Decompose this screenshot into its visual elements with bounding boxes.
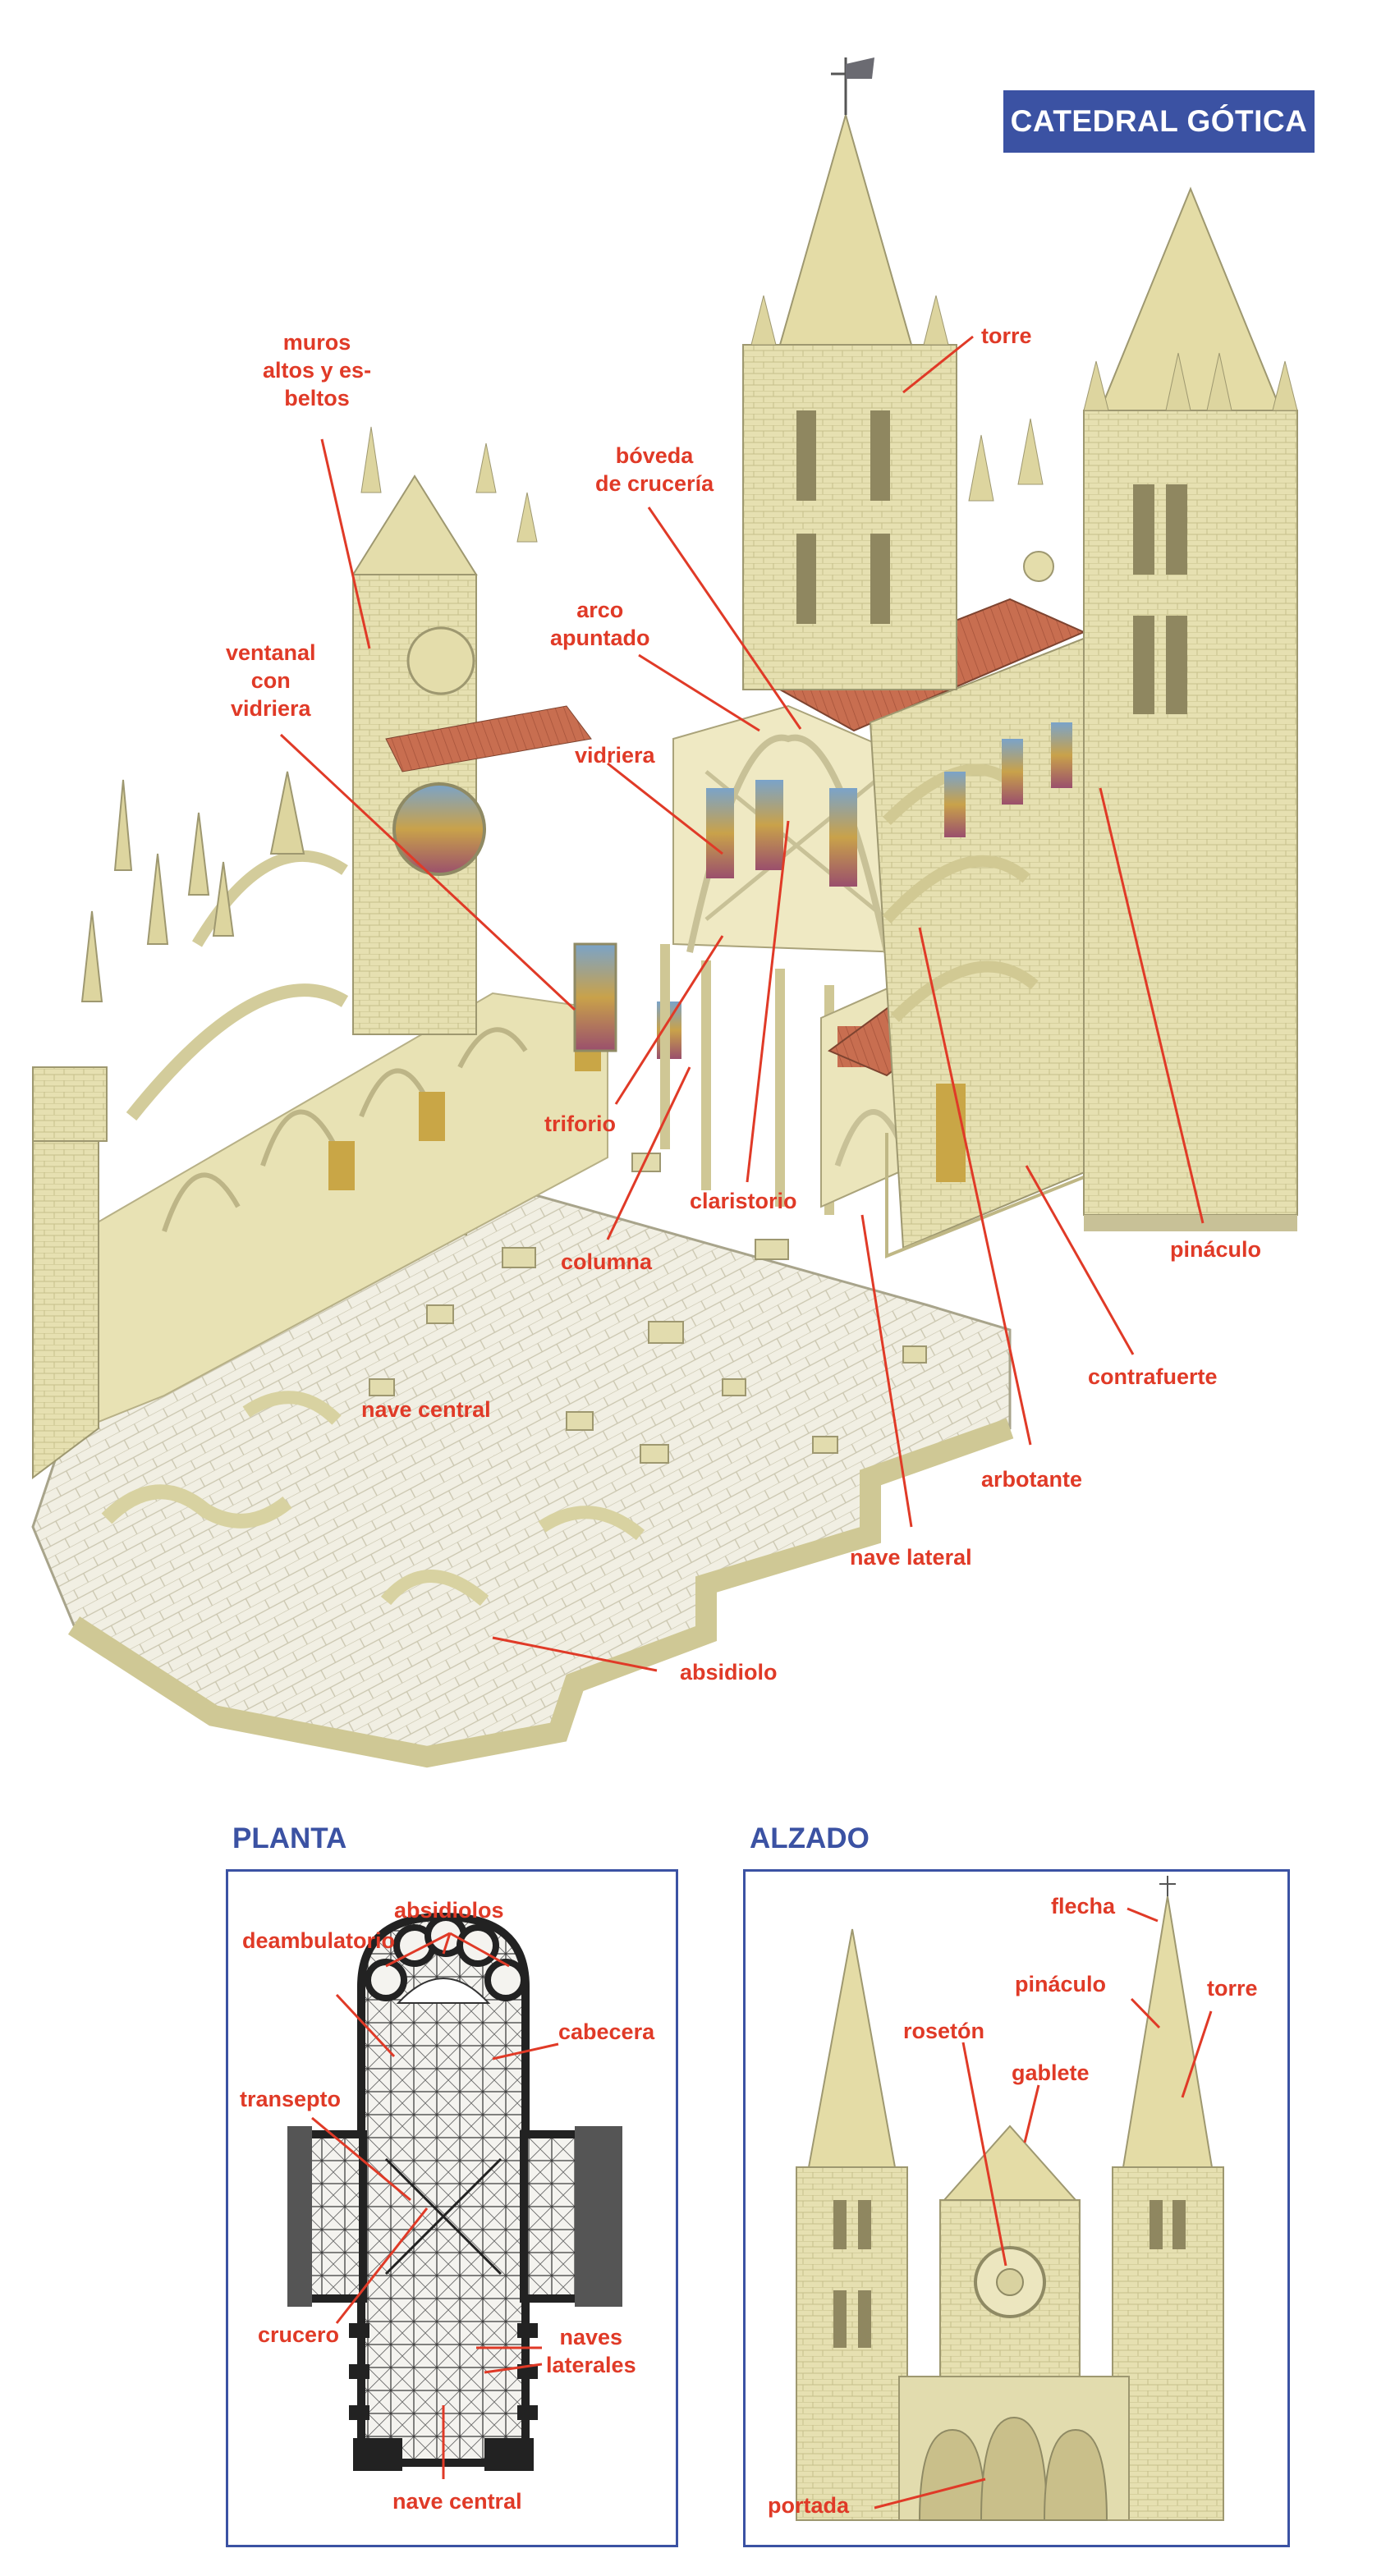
label-columna: columna [561, 1249, 653, 1274]
label-boveda: bóveda de crucería [595, 443, 714, 496]
planta-label-crucero: crucero [258, 2322, 340, 2347]
label-arco-apuntado: arco apuntado [550, 598, 650, 650]
alzado-label-portada: portada [768, 2493, 850, 2518]
planta-label-nave-central: nave central [392, 2489, 522, 2514]
title-badge: CATEDRAL GÓTICA [1003, 90, 1315, 153]
planta-title: PLANTA [232, 1822, 347, 1854]
label-triforio: triforio [544, 1112, 616, 1136]
label-muros: muros altos y es- beltos [263, 330, 372, 410]
left-wall [32, 850, 608, 1479]
label-pinaculo: pináculo [1170, 1237, 1262, 1262]
label-ventanal: ventanal con vidriera [226, 640, 316, 721]
label-torre: torre [981, 323, 1032, 348]
alzado-title: ALZADO [750, 1822, 870, 1854]
alzado-label-pinaculo: pináculo [1015, 1972, 1107, 1996]
label-contrafuerte: contrafuerte [1088, 1364, 1218, 1389]
central-tower [742, 57, 1054, 690]
alzado-label-gablete: gablete [1012, 2060, 1090, 2085]
alzado-label-flecha: flecha [1051, 1894, 1116, 1918]
label-nave-central: nave central [361, 1397, 491, 1422]
planta-label-absidiolos: absidiolos [394, 1898, 504, 1923]
label-claristorio: claristorio [690, 1189, 797, 1213]
left-pinnacles [32, 771, 305, 1142]
right-nave [869, 630, 1101, 1258]
left-transept [351, 426, 681, 1059]
alzado-label-torre: torre [1207, 1976, 1258, 2001]
alzado-label-roseton: rosetón [903, 2019, 985, 2043]
planta-label-transepto: transepto [240, 2087, 342, 2111]
planta-label-cabecera: cabecera [558, 2019, 655, 2044]
label-absidiolo: absidiolo [680, 1660, 778, 1684]
label-nave-lateral: nave lateral [850, 1545, 972, 1570]
label-arbotante: arbotante [981, 1467, 1083, 1492]
planta-label-deambulatorio: deambulatorio [242, 1928, 396, 1953]
right-tower [1083, 186, 1298, 1231]
main-leader-lines [279, 335, 1205, 1672]
planta-label-naves-laterales: naves laterales [546, 2325, 636, 2377]
label-vidriera: vidriera [575, 743, 655, 768]
cathedral-illustration [31, 57, 1298, 1768]
